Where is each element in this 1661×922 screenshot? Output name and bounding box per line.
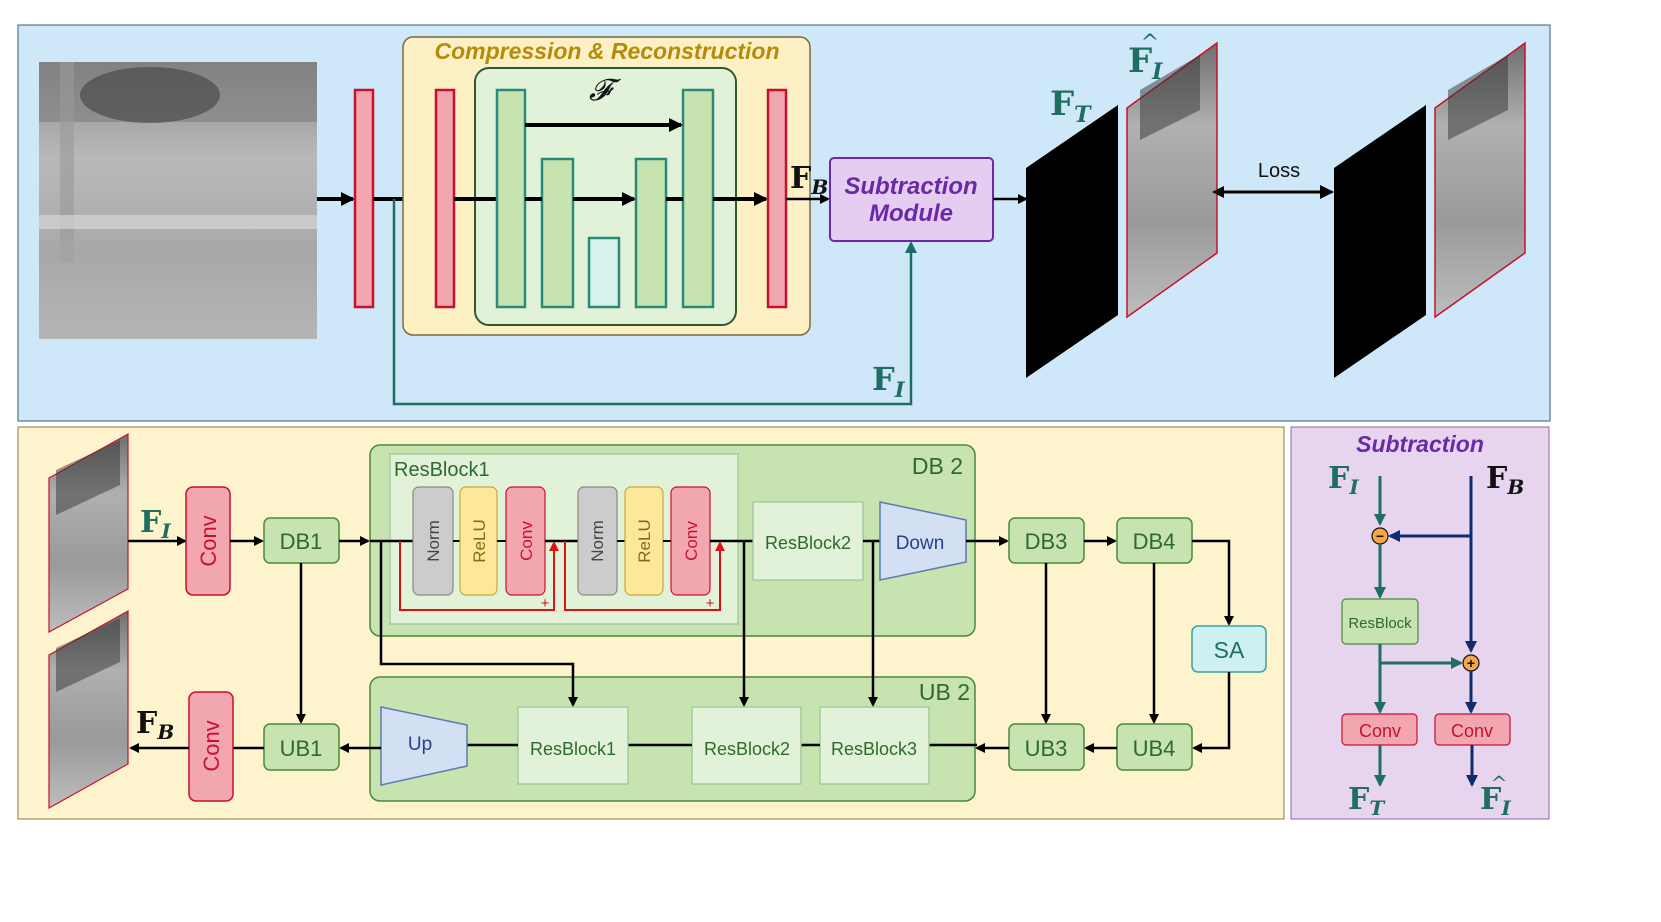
unet-bar-1 [495, 88, 527, 309]
fb-label-bottom: FB [136, 706, 174, 744]
conv-in-label: Conv [196, 515, 221, 566]
norm-a-label: Norm [424, 520, 443, 562]
relu-a-label: ReLU [470, 519, 489, 562]
db3-label: DB3 [1025, 529, 1068, 554]
down-label: Down [896, 533, 945, 554]
compression-title: Compression & Reconstruction [434, 38, 779, 64]
residual-path-a [399, 541, 559, 611]
ft-label: FT [1050, 84, 1092, 128]
down-block [879, 501, 967, 581]
db2-title: DB 2 [912, 453, 963, 479]
ub-resblock3-box [819, 706, 930, 785]
relu-b-label: ReLU [635, 519, 654, 562]
subtraction-module-line2: Module [869, 200, 953, 227]
ub-resblock2-label: ResBlock2 [704, 739, 790, 759]
unet-bar-4 [634, 157, 668, 309]
sub-conv-left-label: Conv [1359, 721, 1401, 741]
unet-bar-2 [540, 157, 575, 309]
fb-label-top: FB [790, 161, 828, 199]
ub-resblock1-box [517, 706, 629, 785]
conv-out-label: Conv [199, 720, 224, 771]
ub1-label: UB1 [280, 736, 323, 761]
conv-out-box [188, 691, 234, 802]
subtraction-module-line1: Subtraction [844, 173, 977, 200]
resblock1-title: ResBlock1 [394, 459, 490, 481]
loss-label: Loss [1258, 160, 1300, 182]
db-resblock2-box [752, 501, 864, 581]
bottom-input-plane [48, 432, 129, 634]
residual-plus-b: + [706, 595, 715, 612]
gt-fi-plane [1434, 41, 1526, 319]
encoder-bar [353, 88, 375, 309]
sub-fi-hat-mark: ^ [1491, 771, 1508, 795]
compression-bar-right [766, 88, 788, 309]
sub-ft-label: FT [1348, 782, 1386, 820]
sub-fb-label: FB [1486, 461, 1524, 499]
minus-node-label: − [1376, 528, 1384, 544]
unet-box [474, 67, 737, 326]
input-infrared-image [39, 62, 317, 339]
bottom-output-plane [48, 609, 129, 810]
conv-a-label: Conv [517, 521, 536, 561]
up-label: Up [408, 734, 432, 755]
db1-label: DB1 [280, 529, 323, 554]
fi-hat-output-plane [1126, 41, 1218, 319]
fi-hat-label-top: FI [1128, 41, 1163, 85]
sub-fi-label: FI [1328, 461, 1359, 499]
fi-label-bottom: FI [140, 505, 171, 543]
fi-hat-mark-top: ^ [1141, 31, 1159, 56]
sub-resblock-label: ResBlock [1348, 615, 1412, 632]
ub3-label: UB3 [1025, 736, 1068, 761]
fi-label-top: FI [872, 360, 906, 402]
unet-bar-3 [587, 236, 621, 309]
sub-conv-right-label: Conv [1451, 721, 1493, 741]
sa-label: SA [1214, 637, 1245, 663]
residual-plus-a: + [541, 595, 550, 612]
conv-b-label: Conv [682, 521, 701, 561]
db-resblock2-label: ResBlock2 [765, 533, 851, 553]
sub-fi-hat-label: FI [1480, 782, 1511, 820]
subtraction-panel [1290, 426, 1550, 820]
ft-output-plane [1026, 105, 1118, 378]
ub4-label: UB4 [1133, 736, 1176, 761]
up-block [380, 706, 468, 786]
residual-path-b [564, 541, 725, 611]
ub2-title: UB 2 [919, 679, 970, 705]
ub-resblock3-label: ResBlock3 [831, 739, 917, 759]
plus-node-label: + [1467, 655, 1475, 671]
ub-resblock1-label: ResBlock1 [530, 739, 616, 759]
norm-b-label: Norm [588, 520, 607, 562]
compression-bar-left [434, 88, 456, 309]
subtraction-panel-title: Subtraction [1356, 431, 1484, 457]
unet-bar-5 [681, 88, 715, 309]
db4-label: DB4 [1133, 529, 1176, 554]
gt-ft-plane [1334, 105, 1426, 378]
